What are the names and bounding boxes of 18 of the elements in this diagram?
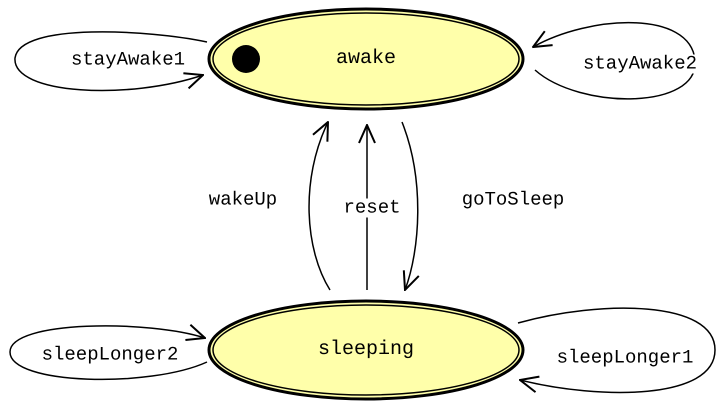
- state-label: sleeping: [318, 340, 414, 360]
- transition-arrow: [532, 22, 696, 100]
- edge-label: stayAwake2: [582, 54, 698, 74]
- transition-arrow: [358, 124, 376, 290]
- edge-label: stayAwake1: [70, 50, 186, 70]
- transition-arrow: [9, 324, 208, 380]
- edge-label: sleepLonger1: [556, 348, 694, 368]
- transition-arrow: [518, 307, 716, 394]
- edge-label: reset: [342, 198, 402, 218]
- transition-arrow: [401, 122, 420, 291]
- edge-label: sleepLonger2: [40, 346, 180, 364]
- transition-arrow: [14, 31, 208, 92]
- edge-label: wakeUp: [208, 190, 278, 210]
- state-label: awake: [336, 49, 396, 69]
- state-ellipse: [207, 299, 525, 401]
- state-ellipse: [207, 7, 525, 111]
- edge-label: goToSleep: [460, 190, 566, 210]
- transition-arrow: [308, 121, 331, 290]
